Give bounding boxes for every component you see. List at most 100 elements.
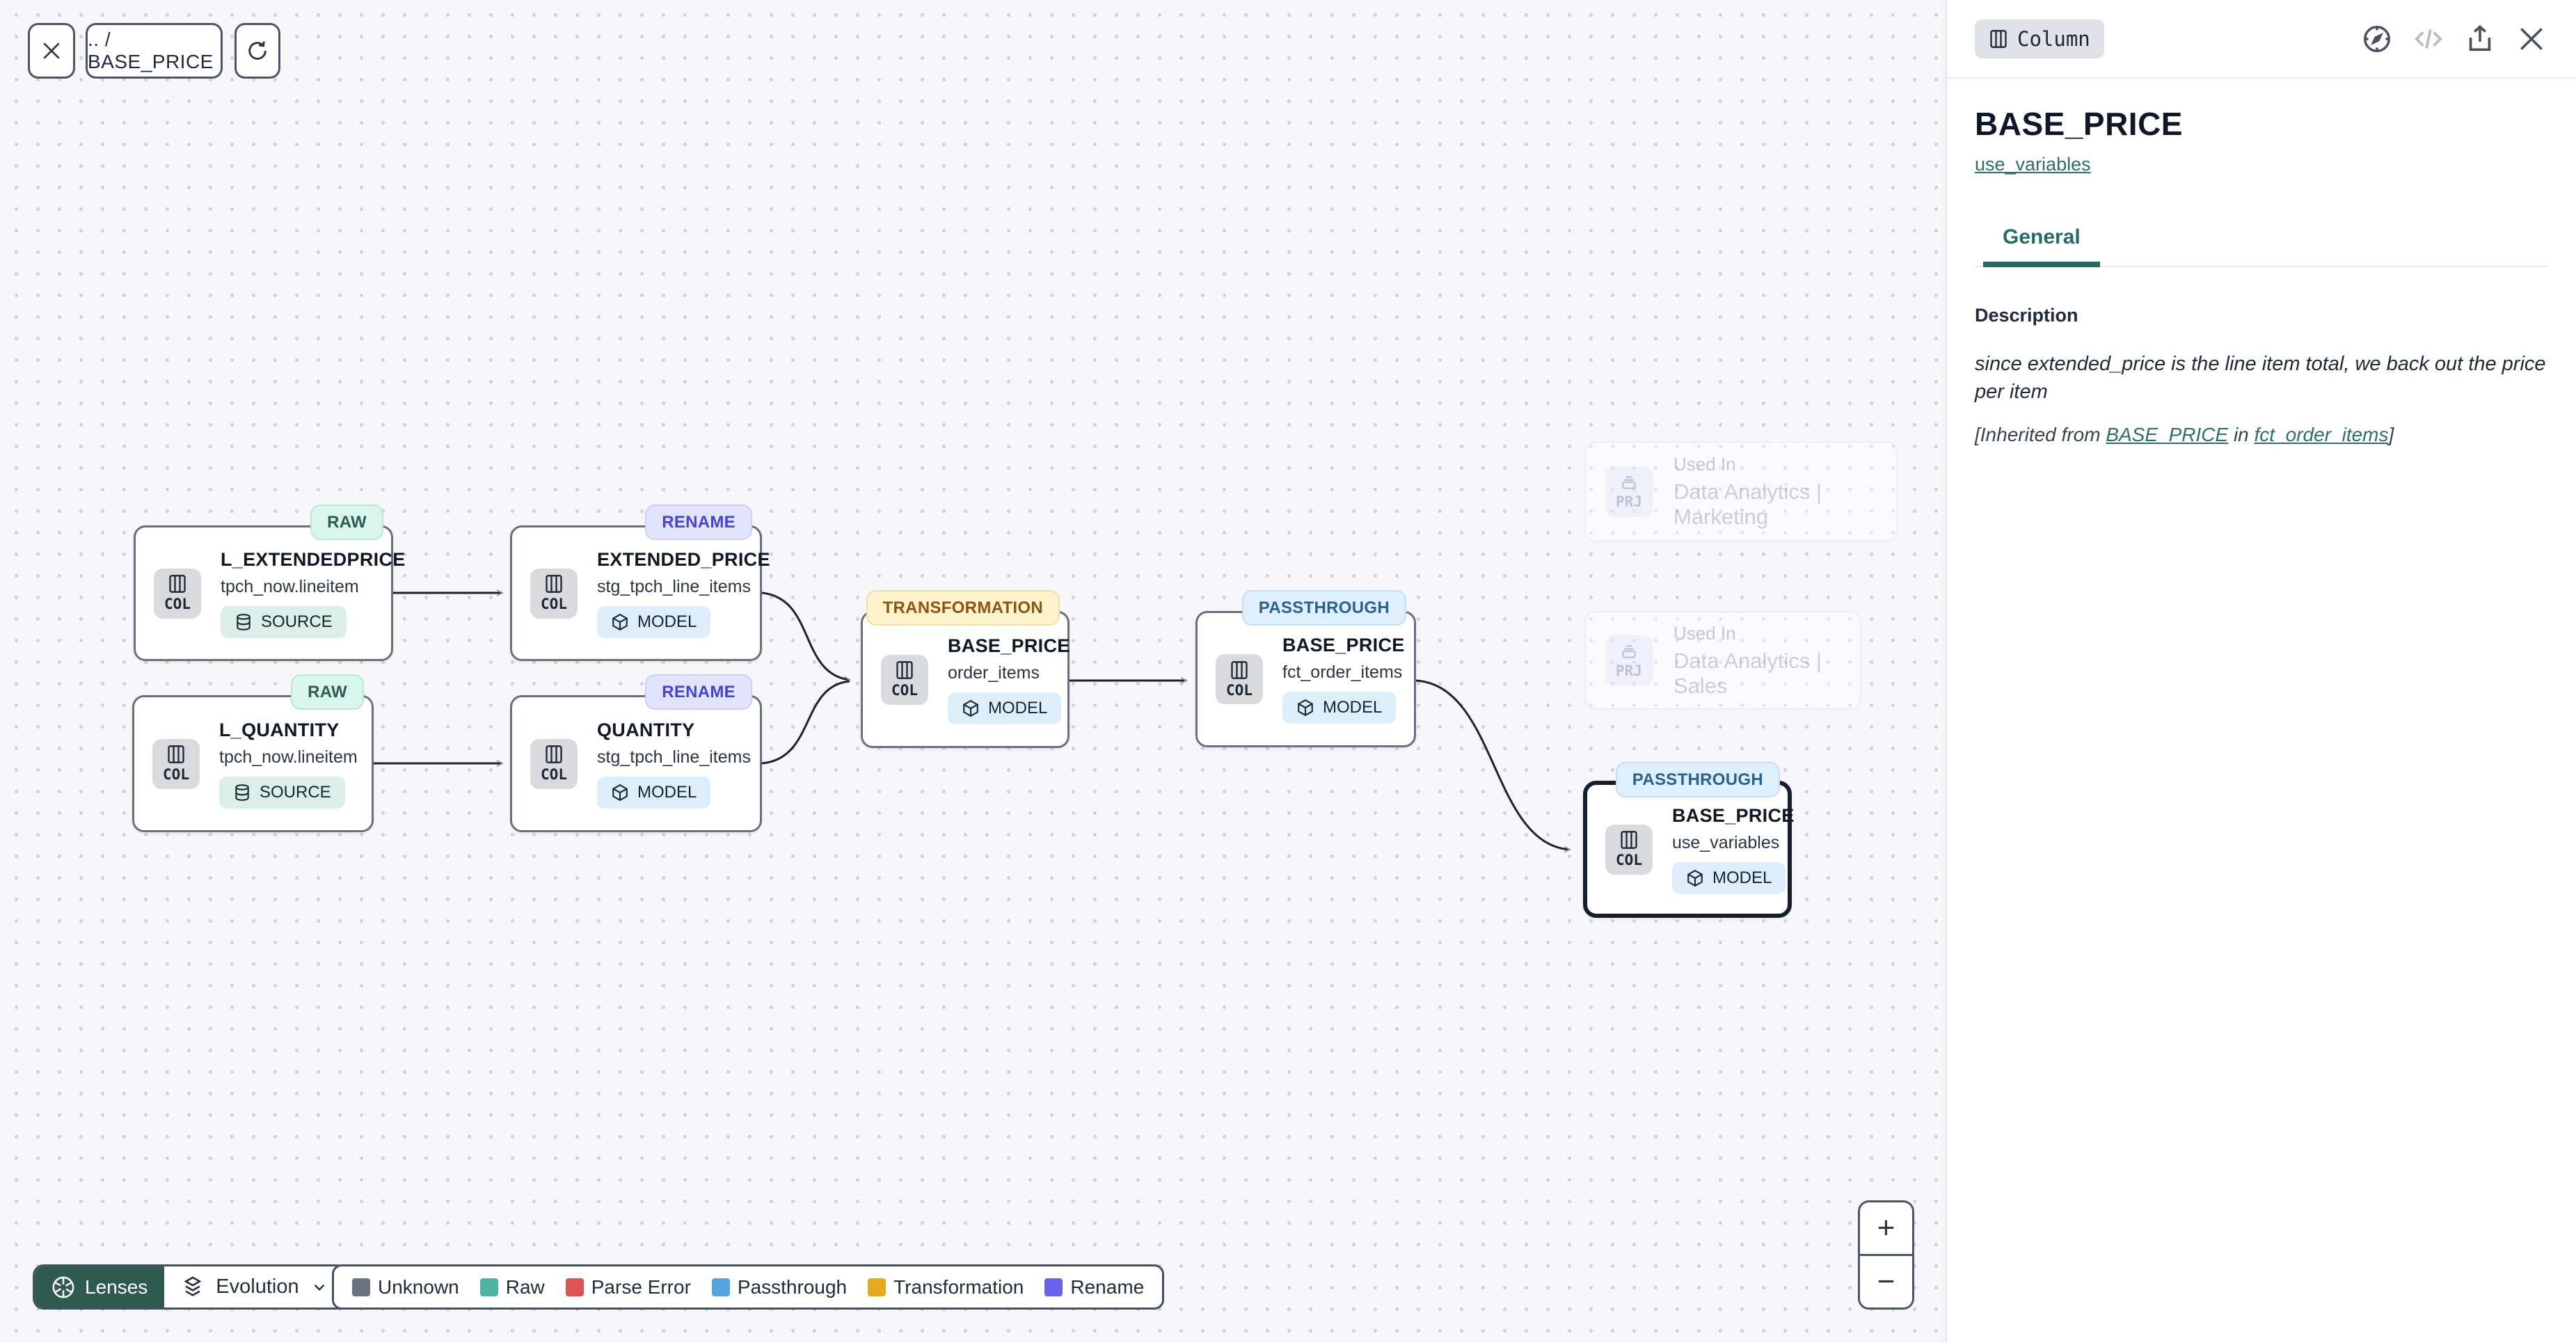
column-chip: COL bbox=[881, 655, 928, 705]
cube-icon bbox=[1686, 869, 1704, 887]
share-button[interactable] bbox=[2463, 22, 2497, 56]
column-chip: COL bbox=[154, 569, 201, 619]
type-pill-label: MODEL bbox=[1323, 698, 1382, 717]
share-icon bbox=[2464, 23, 2496, 55]
legend-item-parse-error: Parse Error bbox=[566, 1276, 691, 1298]
lineage-node-quantity[interactable]: RENAME COL QUANTITY stg_tpch_line_items … bbox=[510, 695, 762, 832]
status-badge: RAW bbox=[310, 504, 383, 540]
panel-tabs: General bbox=[1975, 225, 2548, 267]
project-chip: PRJ bbox=[1605, 467, 1653, 517]
lineage-node-extended-price[interactable]: RENAME COL EXTENDED_PRICE stg_tpch_line_… bbox=[510, 525, 762, 661]
legend-item-transformation: Transformation bbox=[868, 1276, 1024, 1298]
lineage-node-base-price-use-variables[interactable]: PASSTHROUGH COL BASE_PRICE use_variables… bbox=[1583, 781, 1792, 918]
status-badge: RAW bbox=[291, 674, 364, 710]
lens-aperture-icon bbox=[51, 1276, 75, 1299]
status-badge: TRANSFORMATION bbox=[866, 590, 1060, 626]
lineage-node-l-extendedprice[interactable]: RAW COL L_EXTENDEDPRICE tpch_now.lineite… bbox=[134, 525, 393, 661]
legend-item-rename: Rename bbox=[1044, 1276, 1144, 1298]
columns-icon bbox=[1619, 830, 1639, 850]
chip-label: COL bbox=[164, 596, 191, 612]
columns-icon bbox=[1229, 660, 1250, 680]
code-icon bbox=[2412, 23, 2444, 55]
lineage-node-base-price-order-items[interactable]: TRANSFORMATION COL BASE_PRICE order_item… bbox=[861, 611, 1070, 748]
close-panel-button[interactable] bbox=[2515, 22, 2548, 56]
lineage-node-l-quantity[interactable]: RAW COL L_QUANTITY tpch_now.lineitem SOU… bbox=[132, 695, 374, 832]
project-stack-icon bbox=[1619, 473, 1639, 491]
project-stack-icon bbox=[1619, 642, 1639, 660]
columns-icon bbox=[166, 745, 186, 764]
node-title: L_QUANTITY bbox=[219, 720, 358, 741]
column-chip: COL bbox=[530, 739, 578, 789]
close-icon bbox=[2516, 24, 2547, 54]
type-pill-label: MODEL bbox=[637, 783, 697, 802]
node-subtitle: fct_order_items bbox=[1282, 662, 1405, 683]
refresh-button[interactable] bbox=[234, 23, 280, 79]
used-in-card-marketing[interactable]: PRJ Used In Data Analytics | Marketing bbox=[1584, 441, 1898, 542]
legend-swatch bbox=[1044, 1278, 1063, 1296]
status-badge: RENAME bbox=[645, 674, 752, 710]
used-in-card-sales[interactable]: PRJ Used In Data Analytics | Sales bbox=[1584, 611, 1861, 710]
lens-mode-dropdown[interactable]: Evolution bbox=[164, 1266, 344, 1308]
node-subtitle: order_items bbox=[948, 663, 1070, 683]
type-pill: SOURCE bbox=[219, 777, 345, 809]
zoom-out-button[interactable]: − bbox=[1860, 1256, 1912, 1308]
chip-label: COL bbox=[891, 682, 918, 699]
lineage-node-base-price-fct-order-items[interactable]: PASSTHROUGH COL BASE_PRICE fct_order_ite… bbox=[1195, 611, 1416, 747]
breadcrumb-label: .. / BASE_PRICE bbox=[88, 29, 221, 73]
node-title: BASE_PRICE bbox=[948, 635, 1070, 657]
cube-icon bbox=[1296, 699, 1314, 717]
type-pill-label: MODEL bbox=[988, 699, 1047, 718]
legend-swatch bbox=[868, 1278, 886, 1296]
node-subtitle: use_variables bbox=[1672, 833, 1795, 853]
refresh-icon bbox=[246, 39, 269, 63]
used-in-label: Used In bbox=[1673, 623, 1860, 644]
lens-mode-label: Evolution bbox=[216, 1276, 299, 1298]
inherited-note: [Inherited from BASE_PRICE in fct_order_… bbox=[1975, 424, 2548, 446]
lineage-canvas[interactable]: .. / BASE_PRICE RAW COL L_EXTENDEDPRICE … bbox=[0, 0, 1946, 1343]
inherited-model-link[interactable]: fct_order_items bbox=[2255, 424, 2389, 445]
column-chip: COL bbox=[1216, 654, 1263, 704]
description-text: since extended_price is the line item to… bbox=[1975, 350, 2548, 406]
type-pill-label: MODEL bbox=[1712, 868, 1772, 888]
type-pill-label: SOURCE bbox=[261, 612, 333, 632]
inherited-column-link[interactable]: BASE_PRICE bbox=[2106, 424, 2228, 445]
legend-swatch bbox=[480, 1278, 498, 1296]
cube-icon bbox=[611, 784, 629, 802]
type-pill: MODEL bbox=[597, 777, 710, 809]
node-title: QUANTITY bbox=[597, 720, 751, 741]
legend-swatch bbox=[566, 1278, 584, 1296]
type-pill: MODEL bbox=[597, 606, 710, 638]
columns-icon bbox=[543, 745, 564, 764]
node-subtitle: stg_tpch_line_items bbox=[597, 577, 770, 597]
entity-kind-label: Column bbox=[2017, 27, 2090, 51]
status-badge: PASSTHROUGH bbox=[1616, 762, 1780, 797]
chevron-down-icon bbox=[310, 1278, 328, 1296]
view-code-button[interactable] bbox=[2412, 22, 2445, 56]
chip-label: COL bbox=[1226, 682, 1253, 699]
columns-icon bbox=[894, 660, 915, 680]
tab-general[interactable]: General bbox=[1983, 225, 2100, 267]
details-panel: Column BA bbox=[1946, 0, 2576, 1343]
column-chip: COL bbox=[152, 739, 200, 789]
column-chip: COL bbox=[530, 569, 578, 619]
cube-icon bbox=[962, 699, 980, 717]
node-subtitle: tpch_now.lineitem bbox=[221, 577, 406, 597]
legend-item-unknown: Unknown bbox=[352, 1276, 459, 1298]
used-in-name: Data Analytics | Sales bbox=[1673, 649, 1860, 699]
type-pill: SOURCE bbox=[221, 606, 347, 638]
close-lineage-button[interactable] bbox=[28, 23, 75, 79]
status-badge: RENAME bbox=[645, 504, 752, 540]
breadcrumb[interactable]: .. / BASE_PRICE bbox=[86, 23, 223, 79]
node-subtitle: stg_tpch_line_items bbox=[597, 747, 751, 768]
lenses-button[interactable]: Lenses bbox=[35, 1266, 164, 1308]
status-badge: PASSTHROUGH bbox=[1242, 590, 1406, 626]
zoom-in-button[interactable]: + bbox=[1860, 1202, 1912, 1256]
node-title: BASE_PRICE bbox=[1282, 635, 1405, 656]
node-title: L_EXTENDEDPRICE bbox=[221, 549, 406, 571]
chip-label: COL bbox=[541, 766, 567, 783]
explore-button[interactable] bbox=[2360, 22, 2394, 56]
panel-title: BASE_PRICE bbox=[1975, 105, 2548, 143]
compass-icon bbox=[2361, 23, 2393, 55]
model-link[interactable]: use_variables bbox=[1975, 154, 2091, 175]
